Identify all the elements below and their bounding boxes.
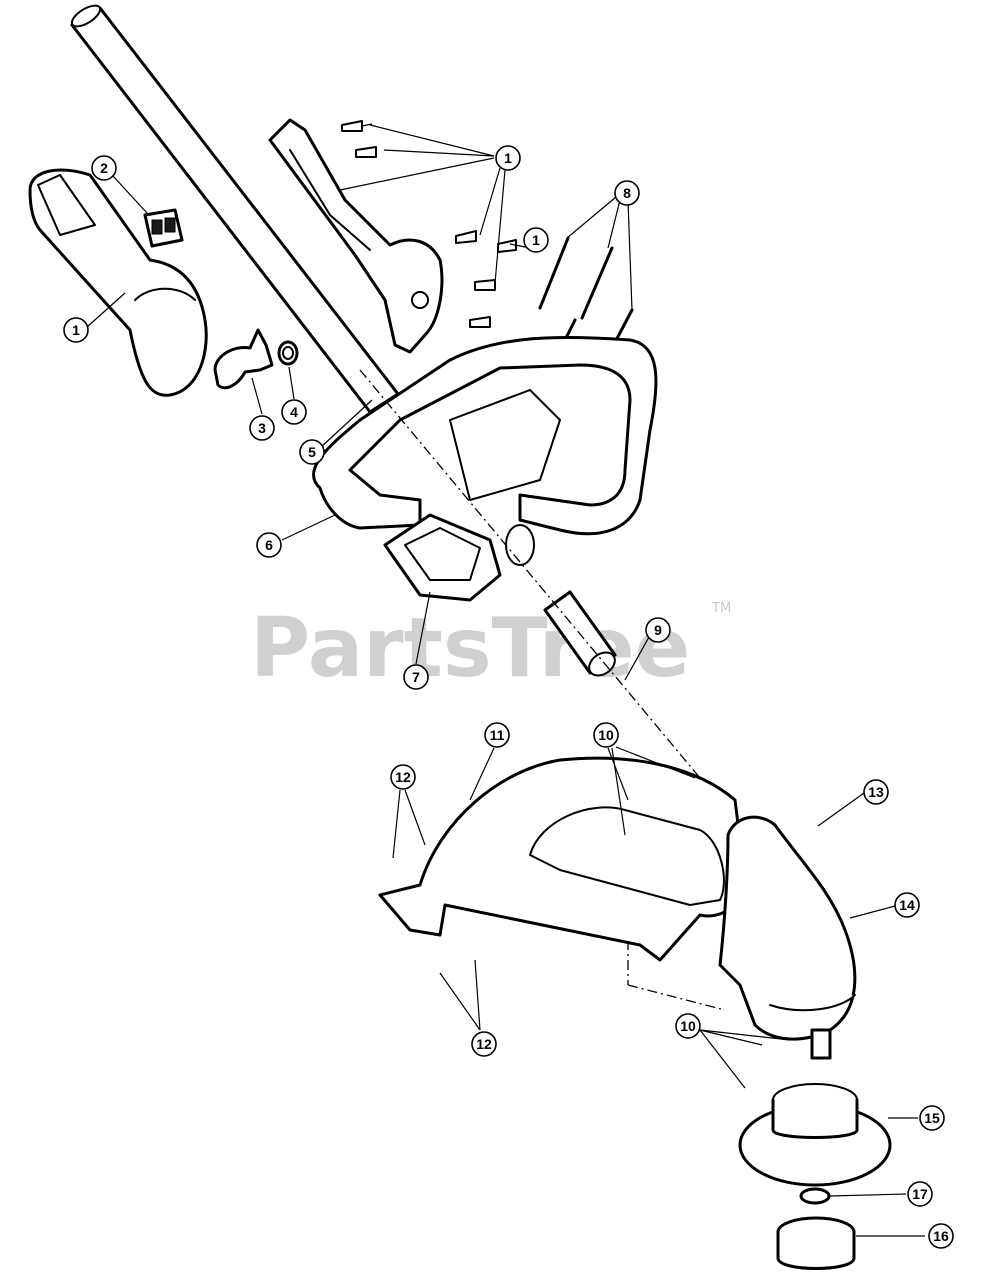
watermark-tm: TM bbox=[711, 601, 731, 616]
callout-7: 7 bbox=[403, 664, 429, 690]
svg-text:6: 6 bbox=[265, 537, 273, 553]
handle-bracket bbox=[383, 513, 502, 602]
svg-text:5: 5 bbox=[308, 444, 316, 460]
housing-screws bbox=[341, 120, 517, 328]
callout-10-a: 10 bbox=[593, 722, 619, 748]
svg-text:1: 1 bbox=[532, 232, 540, 248]
callout-12-a: 12 bbox=[390, 764, 416, 790]
svg-text:1: 1 bbox=[72, 322, 80, 338]
callout-1-c: 1 bbox=[63, 317, 89, 343]
svg-text:3: 3 bbox=[258, 420, 266, 436]
callout-1-b: 1 bbox=[523, 227, 549, 253]
callout-10-b: 10 bbox=[675, 1013, 701, 1039]
loop-handle bbox=[312, 335, 658, 566]
callout-13: 13 bbox=[863, 779, 889, 805]
callout-12-b: 12 bbox=[471, 1031, 497, 1057]
gear-head bbox=[718, 815, 857, 1060]
callout-11: 11 bbox=[484, 722, 510, 748]
svg-text:8: 8 bbox=[623, 185, 631, 201]
svg-text:7: 7 bbox=[412, 669, 420, 685]
callout-4: 4 bbox=[281, 399, 307, 425]
svg-text:10: 10 bbox=[598, 727, 614, 743]
svg-text:2: 2 bbox=[100, 160, 108, 176]
throttle-housing-left bbox=[28, 168, 208, 397]
callout-5: 5 bbox=[299, 439, 325, 465]
svg-text:10: 10 bbox=[680, 1018, 696, 1034]
callout-8: 8 bbox=[614, 180, 640, 206]
svg-text:4: 4 bbox=[290, 404, 298, 420]
svg-text:13: 13 bbox=[868, 784, 884, 800]
callout-16: 16 bbox=[928, 1223, 954, 1249]
svg-text:14: 14 bbox=[899, 897, 915, 913]
leader-lines bbox=[86, 124, 925, 1237]
washer bbox=[799, 1187, 831, 1205]
trimmer-head bbox=[738, 1083, 892, 1187]
callout-9: 9 bbox=[645, 617, 671, 643]
callout-2: 2 bbox=[91, 155, 117, 181]
svg-text:11: 11 bbox=[490, 727, 505, 743]
svg-text:16: 16 bbox=[933, 1228, 949, 1244]
svg-text:12: 12 bbox=[476, 1036, 492, 1052]
svg-text:9: 9 bbox=[654, 622, 662, 638]
callout-3: 3 bbox=[249, 415, 275, 441]
svg-text:12: 12 bbox=[395, 769, 411, 785]
callout-6: 6 bbox=[256, 532, 282, 558]
spring bbox=[277, 340, 299, 366]
throttle-housing-right bbox=[268, 118, 444, 354]
bump-knob bbox=[776, 1216, 856, 1270]
watermark: PartsTree bbox=[250, 601, 690, 696]
svg-text:15: 15 bbox=[924, 1110, 940, 1126]
assembly-axis bbox=[359, 369, 761, 851]
grass-guard bbox=[378, 756, 747, 962]
trigger bbox=[213, 328, 274, 390]
switch bbox=[143, 208, 184, 248]
svg-text:1: 1 bbox=[504, 150, 512, 166]
callout-1-a: 1 bbox=[495, 145, 521, 171]
svg-text:17: 17 bbox=[912, 1186, 928, 1202]
callout-15: 15 bbox=[919, 1105, 945, 1131]
callout-17: 17 bbox=[907, 1181, 933, 1207]
callout-14: 14 bbox=[894, 892, 920, 918]
